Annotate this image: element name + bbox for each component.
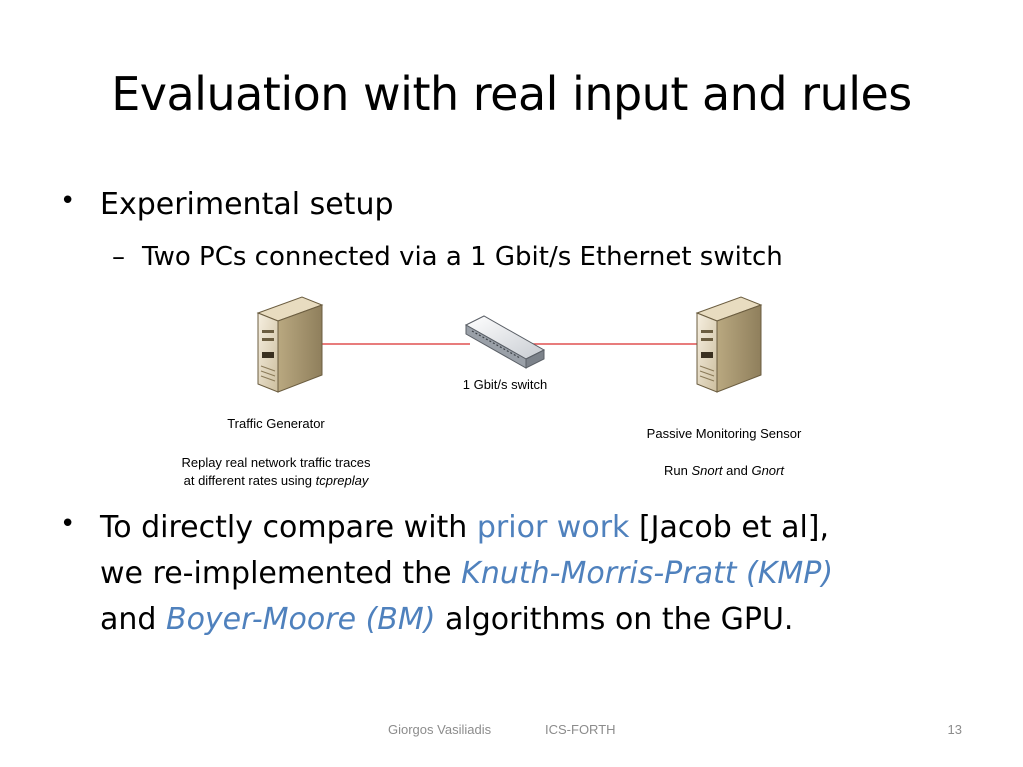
text-segment: we re-implemented the — [100, 556, 462, 591]
text-segment: To directly compare with — [100, 510, 477, 545]
footer-org: ICS-FORTH — [545, 722, 616, 737]
server-icon-right — [695, 296, 763, 393]
server-icon-left — [256, 296, 324, 393]
tool-name-tcpreplay: tcpreplay — [315, 473, 369, 488]
text-segment: [Jacob et al], — [629, 510, 830, 545]
link-kmp[interactable]: Knuth-Morris-Pratt (KMP) — [461, 556, 834, 591]
text-segment: algorithms on the GPU. — [435, 602, 794, 637]
slide-title: Evaluation with real input and rules — [111, 67, 912, 121]
link-bm[interactable]: Boyer-Moore (BM) — [165, 602, 436, 637]
bullet-line-3: and Boyer-Moore (BM) algorithms on the G… — [100, 597, 960, 643]
tool-name-gnort: Gnort — [751, 463, 784, 478]
traffic-generator-desc-line1: Replay real network traffic traces — [181, 455, 371, 470]
desc-prefix: Run — [664, 463, 692, 478]
sensor-desc: Run Snort and Gnort — [604, 462, 844, 480]
dash: – — [112, 242, 125, 272]
link-prior-work[interactable]: prior work — [476, 510, 630, 545]
switch-icon — [464, 315, 546, 369]
sub-bullet-text: Two PCs connected via a 1 Gbit/s Etherne… — [142, 242, 783, 272]
footer-page-number: 13 — [947, 722, 962, 737]
bullet-line-2: we re-implemented the Knuth-Morris-Pratt… — [100, 551, 960, 597]
desc-mid: and — [722, 463, 752, 478]
sensor-title: Passive Monitoring Sensor — [646, 426, 802, 441]
tool-name-snort: Snort — [691, 463, 723, 478]
bullet-dot: • — [60, 186, 76, 216]
bullet-dot: • — [60, 509, 76, 539]
bullet-line-1: To directly compare with prior work [Jac… — [100, 505, 960, 551]
bullet-paragraph: To directly compare with prior work [Jac… — [100, 505, 960, 643]
desc-prefix: at different rates using — [183, 473, 316, 488]
bullet-text: Experimental setup — [100, 187, 394, 222]
traffic-generator-title: Traffic Generator — [227, 416, 325, 431]
footer-author: Giorgos Vasiliadis — [388, 722, 492, 737]
text-segment: and — [100, 602, 166, 637]
switch-label: 1 Gbit/s switch — [462, 377, 548, 392]
traffic-generator-desc-line2: at different rates using tcpreplay — [146, 472, 406, 490]
